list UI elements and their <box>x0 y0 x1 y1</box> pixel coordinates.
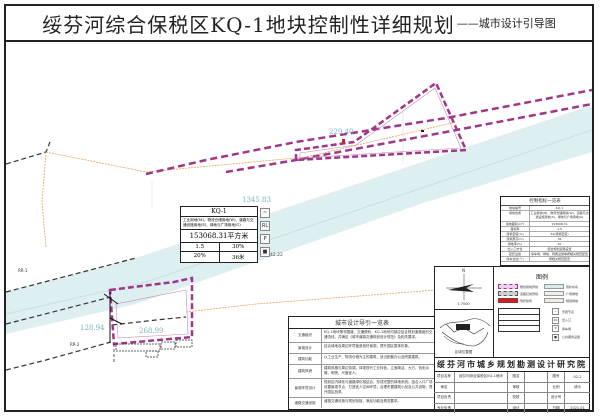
building-footprint <box>115 343 161 352</box>
legend-road-sections <box>498 308 540 332</box>
table-row: 绿地率(%)20 <box>501 242 589 247</box>
title-block-row: 项目负责校核设计号 <box>434 393 590 404</box>
north-arrow: N 1:7000 <box>434 266 494 310</box>
landscape-icon: ~ <box>552 308 559 315</box>
institute-name: 绥芬河市城乡规划勘测设计研究院 <box>434 358 590 372</box>
kq-title: KQ-1 <box>181 207 257 217</box>
entrance-icon: RL <box>260 221 270 231</box>
location-map: 区域位置图 <box>434 310 494 357</box>
legend-item: 规划用地 <box>544 298 586 303</box>
planning-boundary <box>145 88 592 176</box>
location-map-drawing <box>439 318 491 347</box>
kq-land-use: 工业用地(M)、物流仓储用地(W)、道路与交通设施用地(S)、绿地与广场用地(G… <box>181 217 257 230</box>
red-marker <box>342 139 345 143</box>
dimension-label: 268.99 <box>139 327 164 335</box>
dimension-label: 1345.83 <box>242 196 271 204</box>
kq-density: 30% <box>232 244 245 250</box>
facility-icon: ■ <box>552 333 559 341</box>
kq-green-ratio: 20% <box>181 252 220 262</box>
kq-info-table: KQ-1 工业用地(M)、物流仓储用地(W)、道路与交通设施用地(S)、绿地与广… <box>180 206 258 263</box>
urban-design-title: 城市设计导引一览表 <box>289 317 435 329</box>
table-row: 景观设计结合绿地及周边环境营造良好景观，提升园区整体形象。 <box>289 343 435 354</box>
table-row: 配套设施停车场、绿地、附属设施等按相关规范配置 <box>501 252 589 257</box>
planning-map <box>6 81 592 371</box>
orange-line <box>45 151 147 173</box>
title-bar: 绥芬河综合保税区KQ-1地块控制性详细规划 ——城市设计引导图 <box>6 6 592 42</box>
title-block-row: 审定审核比例请示 <box>434 382 590 393</box>
legend-icon-item: ■公共服务设施 <box>552 333 580 341</box>
compass-icon <box>446 274 482 300</box>
legend-icon-item: ~景观节点 <box>552 308 580 315</box>
page-subtitle: ——城市设计引导图 <box>456 17 556 30</box>
scale-label: 1:7000 <box>457 302 470 306</box>
page-title: 绥芬河综合保税区KQ-1地块控制性详细规划 <box>42 12 455 37</box>
parking-icon: P <box>260 234 270 244</box>
table-row: 停车泊位(个)按相关规范配置 <box>501 257 589 262</box>
table-row: 建筑功能以工业生产、物流仓储为主的建筑，适当配套办公及附属建筑。 <box>289 354 435 365</box>
table-row: 建筑密度(%)30(建筑密度) <box>501 232 589 237</box>
parcel-lower <box>108 276 194 346</box>
parcel-label: RR-2 <box>70 342 80 347</box>
dimension-label: 128.94 <box>80 324 105 332</box>
parcel-triangle <box>294 81 468 162</box>
landscape-icon: ~ <box>260 208 270 218</box>
kq-area: 153068.31平方米 <box>181 230 257 243</box>
kq-far: 1.5 <box>181 243 220 251</box>
parcel-label: RR-1 <box>18 268 28 273</box>
elevation-label: 42.22 <box>270 253 283 258</box>
table-row: 用地面积(m²)153068.31 <box>501 222 589 227</box>
legend-item: 规划用地界线 <box>498 284 540 289</box>
location-map-label: 区域位置图 <box>454 350 473 354</box>
entrance-icon: RL <box>552 316 559 324</box>
river <box>6 107 592 334</box>
table-row: 道路交通设施道路交通设施与规划衔接，满足功能及规范要求。 <box>289 398 435 408</box>
facility-icon: ■ <box>260 247 270 257</box>
north-label: N <box>462 268 465 273</box>
dimension-label: 229.40 <box>329 128 354 136</box>
table-row: 出入口方位结合规划道路设置 <box>501 247 589 252</box>
table-row: 景观环境设计规划区内绿化与道路绿化相结合，形成完整的绿地系统；结合入口广场设置景… <box>289 379 435 398</box>
kq-side-icons: ~ RL P ■ <box>260 208 270 260</box>
table-row: 用地性质工业用地(M)、物流仓储用地(W)、道路与交通设施用地(S)、绿地与广场… <box>501 211 589 222</box>
legend-item: 道路红线界线 <box>498 291 540 296</box>
legend-item: 广场绿地 <box>544 291 586 296</box>
legend-item: 现状水系 <box>544 284 586 289</box>
parking-icon: P <box>552 325 559 332</box>
kq-height: 36米 <box>232 255 245 261</box>
table-row: 建筑风貌建筑风格与周边协调，体现现代工业特色，立面简洁、大方，色彩淡雅、明快，尺… <box>289 365 435 379</box>
legend-item: 现状建筑 <box>498 298 540 303</box>
road-line <box>6 141 51 165</box>
control-table-title: 控制指标一览表 <box>501 197 589 206</box>
legend: 图例 规划用地界线 现状水系 道路红线界线 广场绿地 现状建筑 规划用地 ~景观… <box>494 266 590 357</box>
table-row: 建筑限高(m)36 <box>501 237 589 242</box>
legend-title: 图例 <box>535 274 548 281</box>
